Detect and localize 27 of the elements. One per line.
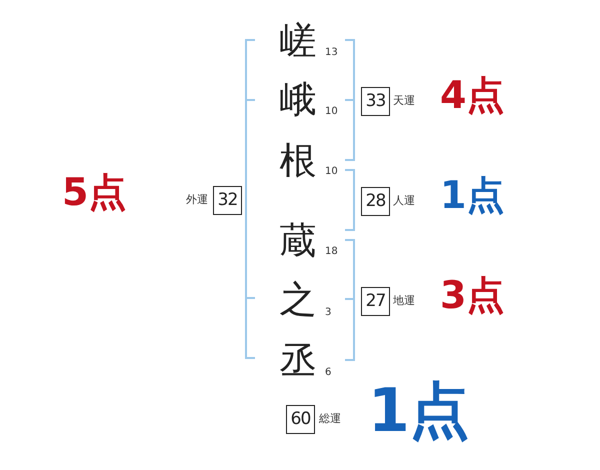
fortune-number-box: 28 bbox=[361, 187, 390, 216]
stroke-count: 3 bbox=[325, 307, 332, 319]
stroke-count: 6 bbox=[325, 367, 332, 379]
name-character: 根 bbox=[279, 141, 317, 181]
fortune-label: 人運 bbox=[393, 194, 415, 208]
stroke-count: 10 bbox=[325, 106, 338, 118]
score-text: 3点 bbox=[440, 274, 504, 316]
score-text: 5点 bbox=[62, 171, 126, 213]
fortune-label: 外運 bbox=[186, 193, 208, 207]
name-character: 丞 bbox=[279, 341, 317, 381]
score-text: 4点 bbox=[440, 74, 504, 116]
name-character: 蔵 bbox=[279, 221, 317, 261]
fortune-label: 天運 bbox=[393, 94, 415, 108]
score-text: 1点 bbox=[440, 174, 504, 216]
name-character: 峨 bbox=[279, 80, 317, 120]
fortune-number-box: 27 bbox=[361, 287, 390, 316]
fortune-number-box: 32 bbox=[213, 186, 242, 215]
name-character: 之 bbox=[279, 280, 317, 320]
stroke-count: 18 bbox=[325, 246, 338, 258]
fortune-label: 地運 bbox=[393, 294, 415, 308]
fortune-number-box: 33 bbox=[361, 87, 390, 116]
stroke-count: 10 bbox=[325, 166, 338, 178]
fortune-label: 総運 bbox=[319, 412, 341, 426]
stroke-count: 13 bbox=[325, 47, 338, 59]
name-character: 嵯 bbox=[279, 21, 317, 61]
score-text: 1点 bbox=[368, 378, 470, 444]
fortune-number-box: 60 bbox=[286, 405, 315, 434]
